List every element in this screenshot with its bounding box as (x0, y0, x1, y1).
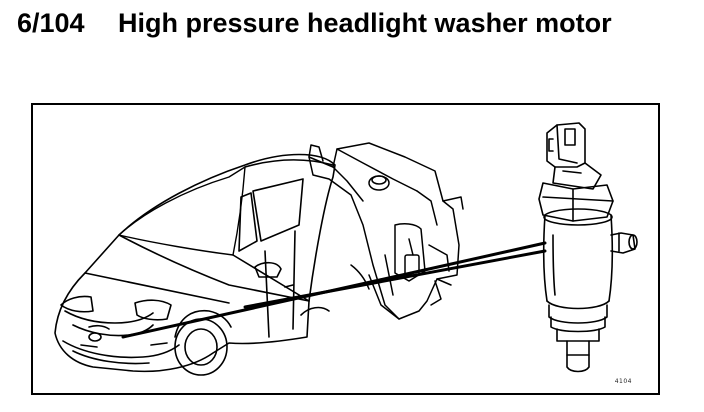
illustration-frame: 4104 (31, 103, 660, 395)
section-title: High pressure headlight washer motor (118, 8, 612, 38)
leader-lines-icon (121, 241, 547, 339)
washer-motor-illustration-icon (538, 122, 638, 373)
figure-code: 4104 (614, 378, 632, 385)
car-illustration-icon (54, 153, 336, 376)
illustration-drawing (54, 122, 638, 376)
section-number: 6/104 (17, 8, 85, 38)
washer-reservoir-illustration-icon (308, 142, 464, 320)
